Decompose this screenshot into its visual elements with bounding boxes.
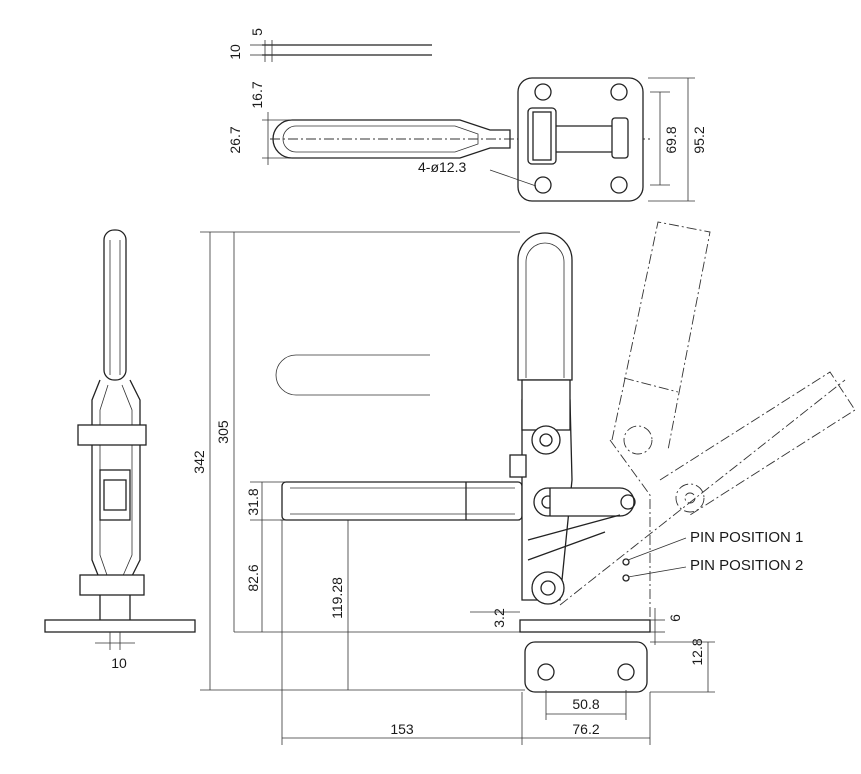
- dim-305: 305: [215, 420, 231, 444]
- dim-31-8: 31.8: [245, 488, 261, 515]
- dim-82-6: 82.6: [245, 564, 261, 591]
- side-view: 10: [44, 229, 196, 671]
- dim-69-8: 69.8: [663, 126, 679, 153]
- front-view: [200, 221, 856, 745]
- alternate-positions: [559, 221, 856, 620]
- pin-position-1-label: PIN POSITION 1: [690, 529, 803, 546]
- dim-5-top: 5: [249, 28, 265, 36]
- dim-76-2: 76.2: [572, 721, 599, 737]
- top-view: 10 5 16.7 26.7: [227, 28, 707, 202]
- dim-10-side: 10: [111, 655, 127, 671]
- top-strip: [250, 40, 432, 62]
- dim-119-28: 119.28: [329, 577, 345, 619]
- dim-16-7: 16.7: [249, 81, 265, 108]
- handle-top: [262, 112, 650, 165]
- dim-10-top: 10: [227, 44, 243, 60]
- pin-position-2-label: PIN POSITION 2: [690, 557, 803, 574]
- dim-342: 342: [191, 450, 207, 474]
- dim-3-2: 3.2: [491, 608, 507, 628]
- dim-95-2: 95.2: [691, 126, 707, 153]
- base-plate-top: [489, 77, 695, 202]
- dim-26-7: 26.7: [227, 126, 243, 153]
- dim-12-8: 12.8: [689, 638, 705, 665]
- dim-holes: 4-ø12.3: [418, 159, 466, 175]
- dim-50-8: 50.8: [572, 696, 599, 712]
- dim-6: 6: [667, 614, 683, 622]
- dim-153: 153: [390, 721, 414, 737]
